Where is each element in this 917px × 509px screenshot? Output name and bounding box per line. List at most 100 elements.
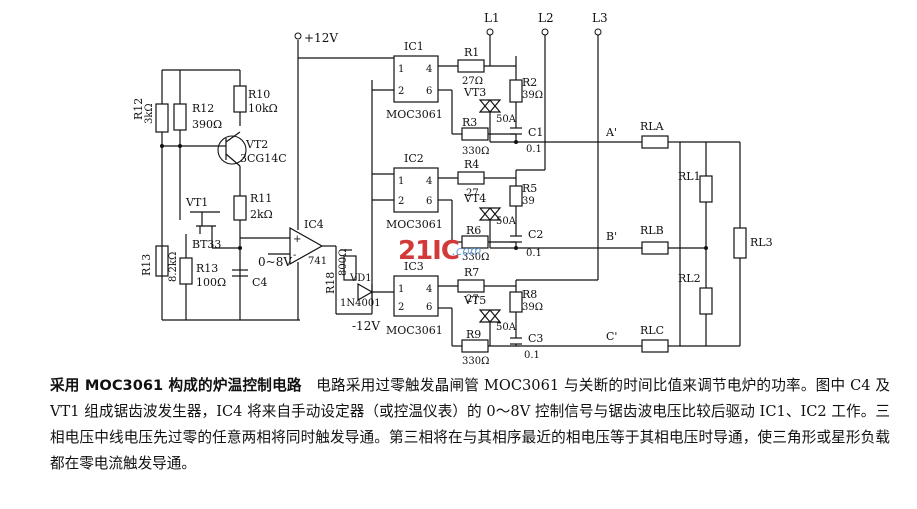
phase-l1: L1 (484, 11, 500, 25)
svg-text:RLA: RLA (640, 120, 665, 133)
vt5-triac (478, 309, 502, 323)
phase-l2: L2 (538, 11, 554, 25)
vt2-part: 3CG14C (240, 152, 287, 165)
svg-text:R5: R5 (522, 182, 537, 195)
vt1-name: VT1 (185, 196, 208, 209)
svg-text:R8: R8 (522, 288, 537, 301)
svg-text:2: 2 (398, 86, 404, 97)
ic4-part: 741 (308, 256, 327, 267)
caption-body: 电路采用过零触发晶闸管 MOC3061 与关断的时间比值来调节电炉的功率。图中 … (50, 377, 890, 472)
svg-text:50A: 50A (496, 216, 517, 227)
ic3: IC3 1 2 4 6 MOC3061 (386, 260, 443, 337)
r12b-resistor (155, 103, 169, 133)
svg-text:39Ω: 39Ω (522, 302, 543, 313)
r13b-name: R13 (140, 254, 153, 276)
svg-text:VT5: VT5 (463, 294, 486, 307)
svg-text:1: 1 (398, 176, 404, 187)
supply-neg: -12V (352, 319, 380, 333)
svg-text:R3: R3 (462, 116, 477, 129)
rlc-resistor (641, 339, 669, 353)
r12-name: R12 (192, 102, 214, 115)
svg-text:0.1: 0.1 (526, 248, 542, 259)
rl3-resistor (733, 227, 747, 259)
svg-text:1: 1 (398, 64, 404, 75)
svg-text:IC1: IC1 (404, 40, 424, 53)
svg-text:6: 6 (426, 86, 432, 97)
vt3-triac (478, 99, 502, 113)
svg-text:6: 6 (426, 302, 432, 313)
r10-resistor (233, 85, 247, 113)
rl2-resistor (699, 287, 713, 315)
svg-text:C2: C2 (528, 228, 543, 241)
vd1-part: 1N4001 (340, 298, 381, 309)
r18-value: 800Ω (338, 249, 349, 276)
rl1-resistor (699, 175, 713, 203)
r11-name: R11 (250, 192, 272, 205)
node-b: B' (606, 230, 617, 243)
r13-name: R13 (196, 262, 218, 275)
r1-resistor (457, 59, 485, 73)
r10-value: 10kΩ (248, 102, 278, 115)
svg-text:R1: R1 (464, 46, 479, 59)
caption-title: 采用 MOC3061 构成的炉温控制电路 (50, 377, 302, 394)
node-c: C' (606, 330, 617, 343)
r18-resistor (343, 255, 357, 281)
svg-text:6: 6 (426, 196, 432, 207)
vd1-name: VD1 (349, 273, 372, 284)
r11-value: 2kΩ (250, 208, 273, 221)
r5-resistor (509, 185, 523, 207)
svg-text:4: 4 (426, 284, 432, 295)
svg-text:RL2: RL2 (678, 272, 701, 285)
r13b-value: 8.2kΩ (168, 252, 179, 282)
ic4-opamp (289, 226, 324, 266)
setpoint-label: 0~8V (258, 255, 292, 269)
svg-text:RLB: RLB (640, 224, 664, 237)
r9-resistor (461, 339, 489, 353)
svg-text:1: 1 (398, 284, 404, 295)
svg-text:-: - (293, 250, 296, 261)
r12-value: 390Ω (192, 118, 222, 131)
r7-resistor (457, 279, 485, 293)
svg-text:4: 4 (426, 64, 432, 75)
r8-resistor (509, 291, 523, 313)
svg-text:IC3: IC3 (404, 260, 424, 273)
watermark-logo: 21IC (398, 236, 460, 266)
r13-resistor (179, 257, 193, 285)
svg-text:C1: C1 (528, 126, 543, 139)
svg-text:MOC3061: MOC3061 (386, 324, 443, 337)
c4-name: C4 (252, 276, 267, 289)
r12-resistor (173, 103, 187, 131)
svg-text:330Ω: 330Ω (462, 356, 489, 367)
ic2: IC2 1 2 4 6 MOC3061 (386, 152, 443, 231)
phase-l3: L3 (592, 11, 608, 25)
vt1-part: BT33 (192, 238, 221, 251)
r18-name: R18 (324, 272, 337, 294)
svg-text:39: 39 (522, 196, 535, 207)
supply-pos: +12V (304, 31, 338, 45)
ic4-name: IC4 (304, 218, 324, 231)
svg-text:0.1: 0.1 (526, 144, 542, 155)
vt2-name: VT2 (245, 138, 268, 151)
r12b-value: 3kΩ (144, 103, 155, 124)
svg-text:R9: R9 (466, 328, 481, 341)
svg-text:4: 4 (426, 176, 432, 187)
svg-text:C3: C3 (528, 332, 543, 345)
svg-text:0.1: 0.1 (524, 350, 540, 361)
r11-resistor (233, 195, 247, 221)
svg-text:RLC: RLC (640, 324, 664, 337)
svg-text:R6: R6 (466, 224, 481, 237)
svg-text:27: 27 (466, 294, 479, 305)
svg-text:2: 2 (398, 302, 404, 313)
svg-text:39Ω: 39Ω (522, 90, 543, 101)
rla-resistor (641, 135, 669, 149)
vt2-transistor (217, 135, 247, 165)
svg-text:VT3: VT3 (463, 86, 486, 99)
svg-text:27: 27 (466, 188, 479, 199)
svg-text:MOC3061: MOC3061 (386, 108, 443, 121)
svg-text:RL1: RL1 (678, 170, 701, 183)
svg-text:330Ω: 330Ω (462, 252, 489, 263)
svg-text:+: + (293, 234, 301, 245)
svg-text:50A: 50A (496, 322, 517, 333)
svg-text:RL3: RL3 (750, 236, 773, 249)
vd1-diode (357, 282, 374, 302)
